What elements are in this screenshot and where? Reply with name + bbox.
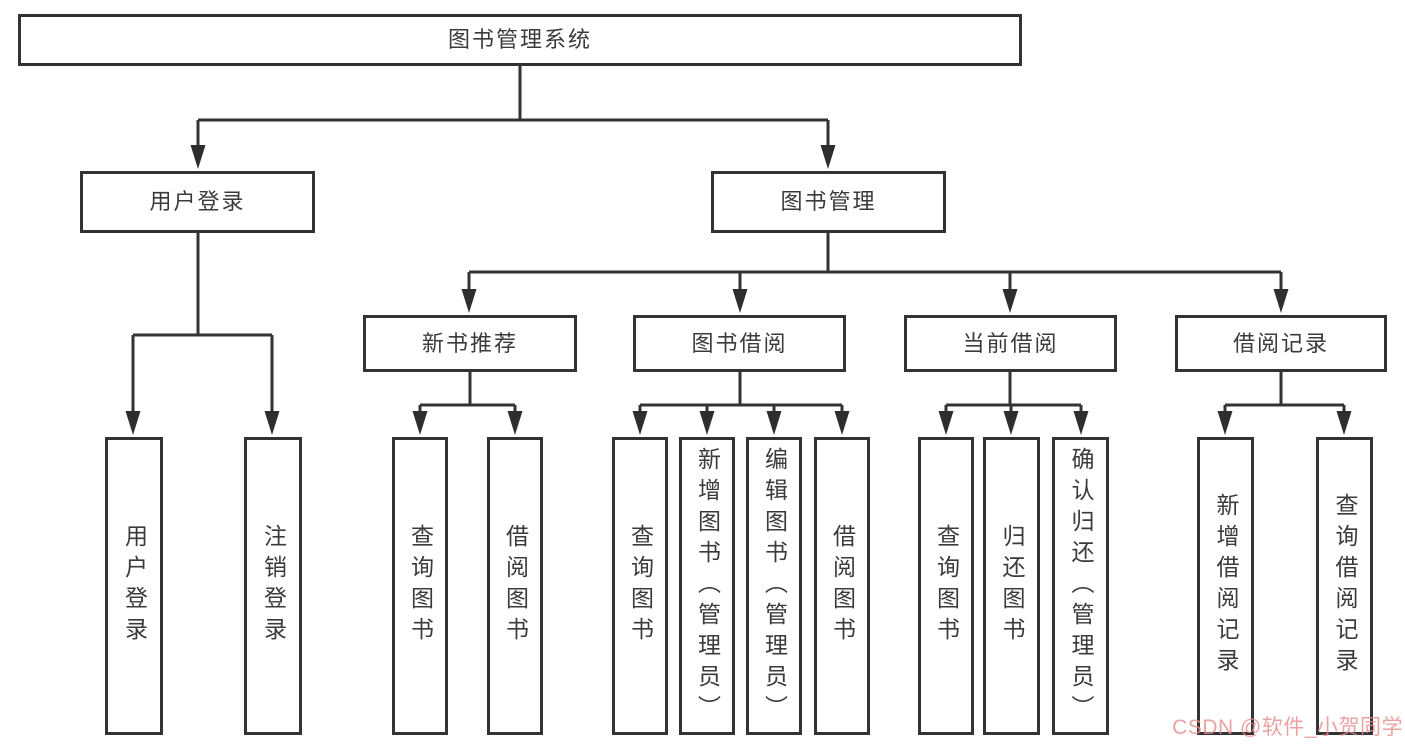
node-leaf-logout: 注销登录 (244, 437, 302, 735)
arrow-down-icon (412, 411, 428, 435)
arrow-down-icon (190, 145, 206, 169)
arrow-down-icon (699, 411, 715, 435)
node-label: 确认归还（管理员） (1068, 446, 1094, 726)
arrow-down-icon (125, 411, 141, 435)
arrow-down-icon (1336, 411, 1352, 435)
node-label: 编辑图书（管理员） (761, 446, 788, 726)
node-user-login: 用户登录 (80, 171, 315, 233)
node-borrow-records: 借阅记录 (1175, 315, 1387, 372)
node-leaf-borrow-books-1: 借阅图书 (487, 437, 543, 735)
arrow-down-icon (834, 411, 850, 435)
arrow-down-icon (632, 411, 648, 435)
arrow-down-icon (1003, 411, 1019, 435)
node-label: 注销登录 (260, 524, 287, 648)
node-current-borrowing: 当前借阅 (904, 315, 1117, 372)
node-label: 借阅图书 (502, 524, 529, 648)
node-leaf-query-borrow-record: 查询借阅记录 (1316, 437, 1373, 735)
node-book-borrowing: 图书借阅 (633, 315, 846, 372)
arrow-down-icon (264, 411, 280, 435)
node-label: 查询图书 (627, 524, 654, 648)
node-label: 查询借阅记录 (1332, 493, 1358, 679)
node-leaf-add-books-admin: 新增图书（管理员） (679, 437, 735, 735)
node-label: 图书管理 (780, 189, 877, 214)
arrow-down-icon (766, 411, 782, 435)
node-label: 查询图书 (933, 524, 960, 648)
arrow-down-icon (820, 145, 836, 169)
node-leaf-add-borrow-record: 新增借阅记录 (1197, 437, 1254, 735)
arrow-down-icon (461, 289, 477, 313)
node-label: 用户登录 (149, 189, 246, 214)
node-label: 新书推荐 (421, 330, 518, 356)
node-label: 图书借阅 (691, 330, 788, 356)
arrow-down-icon (732, 289, 748, 313)
node-leaf-confirm-return-admin: 确认归还（管理员） (1052, 437, 1109, 735)
node-label: 查询图书 (407, 524, 434, 648)
node-book-management: 图书管理 (711, 171, 946, 233)
csdn-watermark: CSDN @软件_小贺同学 (1172, 716, 1403, 739)
arrow-down-icon (1273, 289, 1289, 313)
node-label: 用户登录 (121, 524, 148, 648)
node-leaf-query-books-2: 查询图书 (612, 437, 668, 735)
node-label: 新增借阅记录 (1213, 493, 1239, 679)
arrow-down-icon (938, 411, 954, 435)
node-leaf-query-books-1: 查询图书 (392, 437, 448, 735)
node-leaf-query-books-3: 查询图书 (918, 437, 974, 735)
node-leaf-edit-books-admin: 编辑图书（管理员） (746, 437, 802, 735)
node-book-management-system: 图书管理系统 (18, 14, 1022, 66)
arrow-down-icon (1217, 411, 1233, 435)
arrow-down-icon (1002, 289, 1018, 313)
arrow-down-icon (1073, 411, 1089, 435)
node-label: 借阅图书 (829, 524, 856, 648)
arrow-down-icon (507, 411, 523, 435)
node-new-book-recommend: 新书推荐 (363, 315, 577, 372)
node-leaf-borrow-books-2: 借阅图书 (814, 437, 870, 735)
node-label: 图书管理系统 (447, 27, 592, 52)
node-label: 借阅记录 (1232, 330, 1329, 356)
node-leaf-return-books: 归还图书 (983, 437, 1040, 735)
node-leaf-user-login: 用户登录 (105, 437, 163, 735)
node-label: 新增图书（管理员） (694, 446, 721, 726)
node-label: 归还图书 (999, 524, 1025, 648)
node-label: 当前借阅 (962, 330, 1059, 356)
